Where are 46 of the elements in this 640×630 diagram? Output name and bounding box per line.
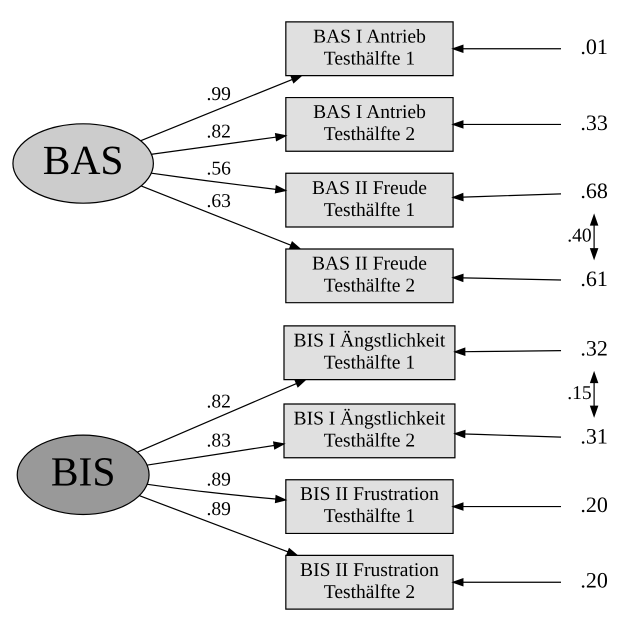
- arrow: [137, 378, 308, 452]
- node-box: BAS II Freude Testhälfte 2: [285, 248, 454, 303]
- node-box: BAS II Freude Testhälfte 1: [285, 172, 454, 228]
- arrow: [147, 483, 288, 503]
- node-text: .31: [580, 423, 608, 448]
- edge-label: .15: [567, 382, 592, 404]
- node-box: BIS I Ängstlichkeit Testhälfte 2: [283, 402, 456, 458]
- arrow: [451, 120, 561, 128]
- edge-label: .82: [206, 390, 231, 412]
- node-box: BAS I Antrieb Testhälfte 1: [285, 20, 454, 76]
- edge-label: .89: [206, 469, 231, 490]
- arrow: [151, 172, 288, 194]
- node-text: .68: [580, 178, 608, 203]
- arrow: [451, 273, 562, 282]
- arrow: [451, 192, 562, 201]
- edge-label: .63: [206, 190, 231, 212]
- node-box: BIS II Frustration Testhälfte 2: [285, 554, 454, 610]
- edge-label: .99: [206, 83, 231, 104]
- node-text: .20: [580, 491, 608, 516]
- edge-label: .40: [567, 224, 592, 246]
- node-ellipse: BIS: [16, 434, 150, 515]
- arrow: [453, 346, 562, 356]
- node-text: .20: [580, 567, 608, 592]
- node-box: BAS I Antrieb Testhälfte 2: [285, 96, 454, 152]
- arrow: [590, 370, 598, 418]
- node-box: BIS I Ängstlichkeit Testhälfte 1: [283, 324, 456, 380]
- node-text: .01: [580, 34, 608, 59]
- edge-label: .82: [206, 121, 231, 142]
- node-text: .61: [580, 266, 608, 291]
- edge-label: .89: [206, 498, 231, 520]
- arrow: [140, 74, 304, 141]
- arrow: [453, 429, 562, 438]
- node-box: BIS II Frustration Testhälfte 1: [285, 478, 454, 534]
- edge-label: .56: [206, 158, 231, 179]
- arrow: [152, 132, 288, 154]
- arrow: [147, 440, 286, 466]
- arrow: [451, 44, 561, 53]
- arrow: [140, 184, 302, 250]
- edge-label: .83: [206, 430, 231, 451]
- node-text: .32: [580, 335, 608, 360]
- node-ellipse: BAS: [12, 122, 154, 204]
- arrow: [451, 577, 561, 586]
- node-text: .33: [580, 109, 608, 134]
- arrow: [451, 502, 561, 510]
- arrow: [590, 212, 598, 260]
- arrow: [139, 494, 299, 556]
